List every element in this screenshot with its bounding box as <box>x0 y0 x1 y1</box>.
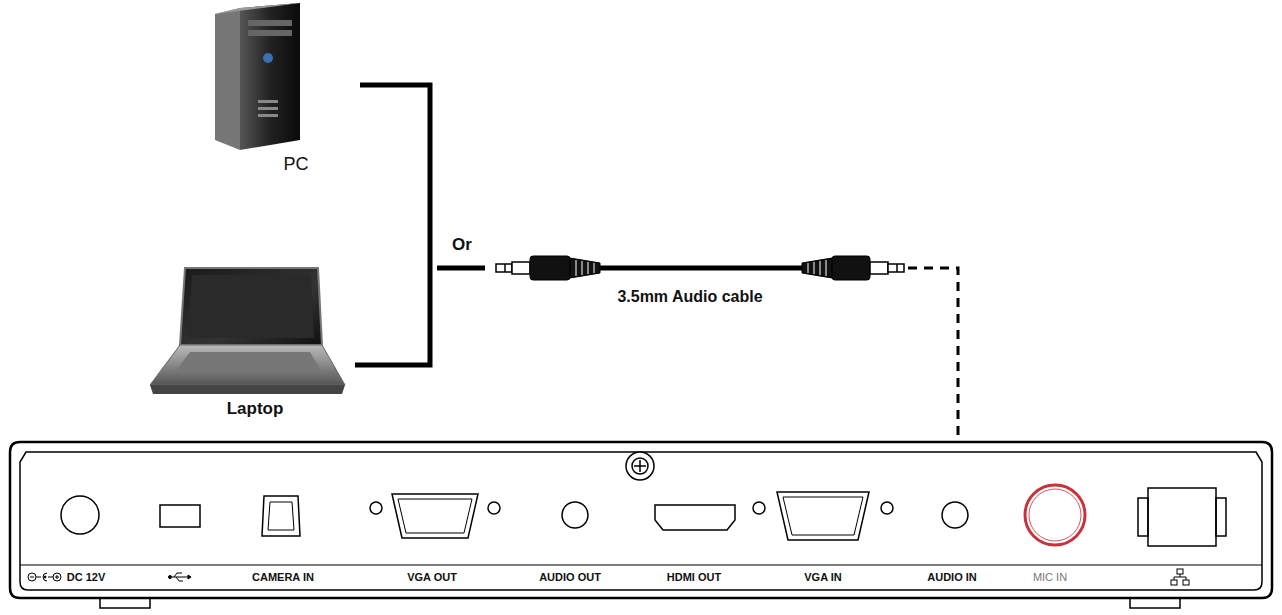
port-label: AUDIO IN <box>927 571 977 583</box>
audio-cable <box>496 256 904 280</box>
port-label: DC 12V <box>67 571 106 583</box>
laptop-label: Laptop <box>227 400 284 419</box>
dc-polarity-symbol <box>28 573 61 581</box>
pc-label: PC <box>283 155 308 175</box>
port-label: VGA IN <box>804 571 842 583</box>
port-label: HDMI OUT <box>667 571 721 583</box>
pc-icon <box>215 3 300 150</box>
port-label: VGA OUT <box>407 571 457 583</box>
connection-line <box>437 266 485 271</box>
or-label: Or <box>452 236 472 255</box>
port-label: CAMERA IN <box>252 571 314 583</box>
cable-label: 3.5mm Audio cable <box>617 288 762 306</box>
dashed-connection <box>908 268 958 436</box>
device-rear-panel <box>10 442 1272 608</box>
port-label: MIC IN <box>1033 571 1067 583</box>
laptop-icon <box>150 268 345 394</box>
network-symbol <box>1171 569 1189 585</box>
usb-symbol <box>169 573 192 581</box>
connection-line <box>355 85 430 365</box>
port-label: AUDIO OUT <box>539 571 601 583</box>
